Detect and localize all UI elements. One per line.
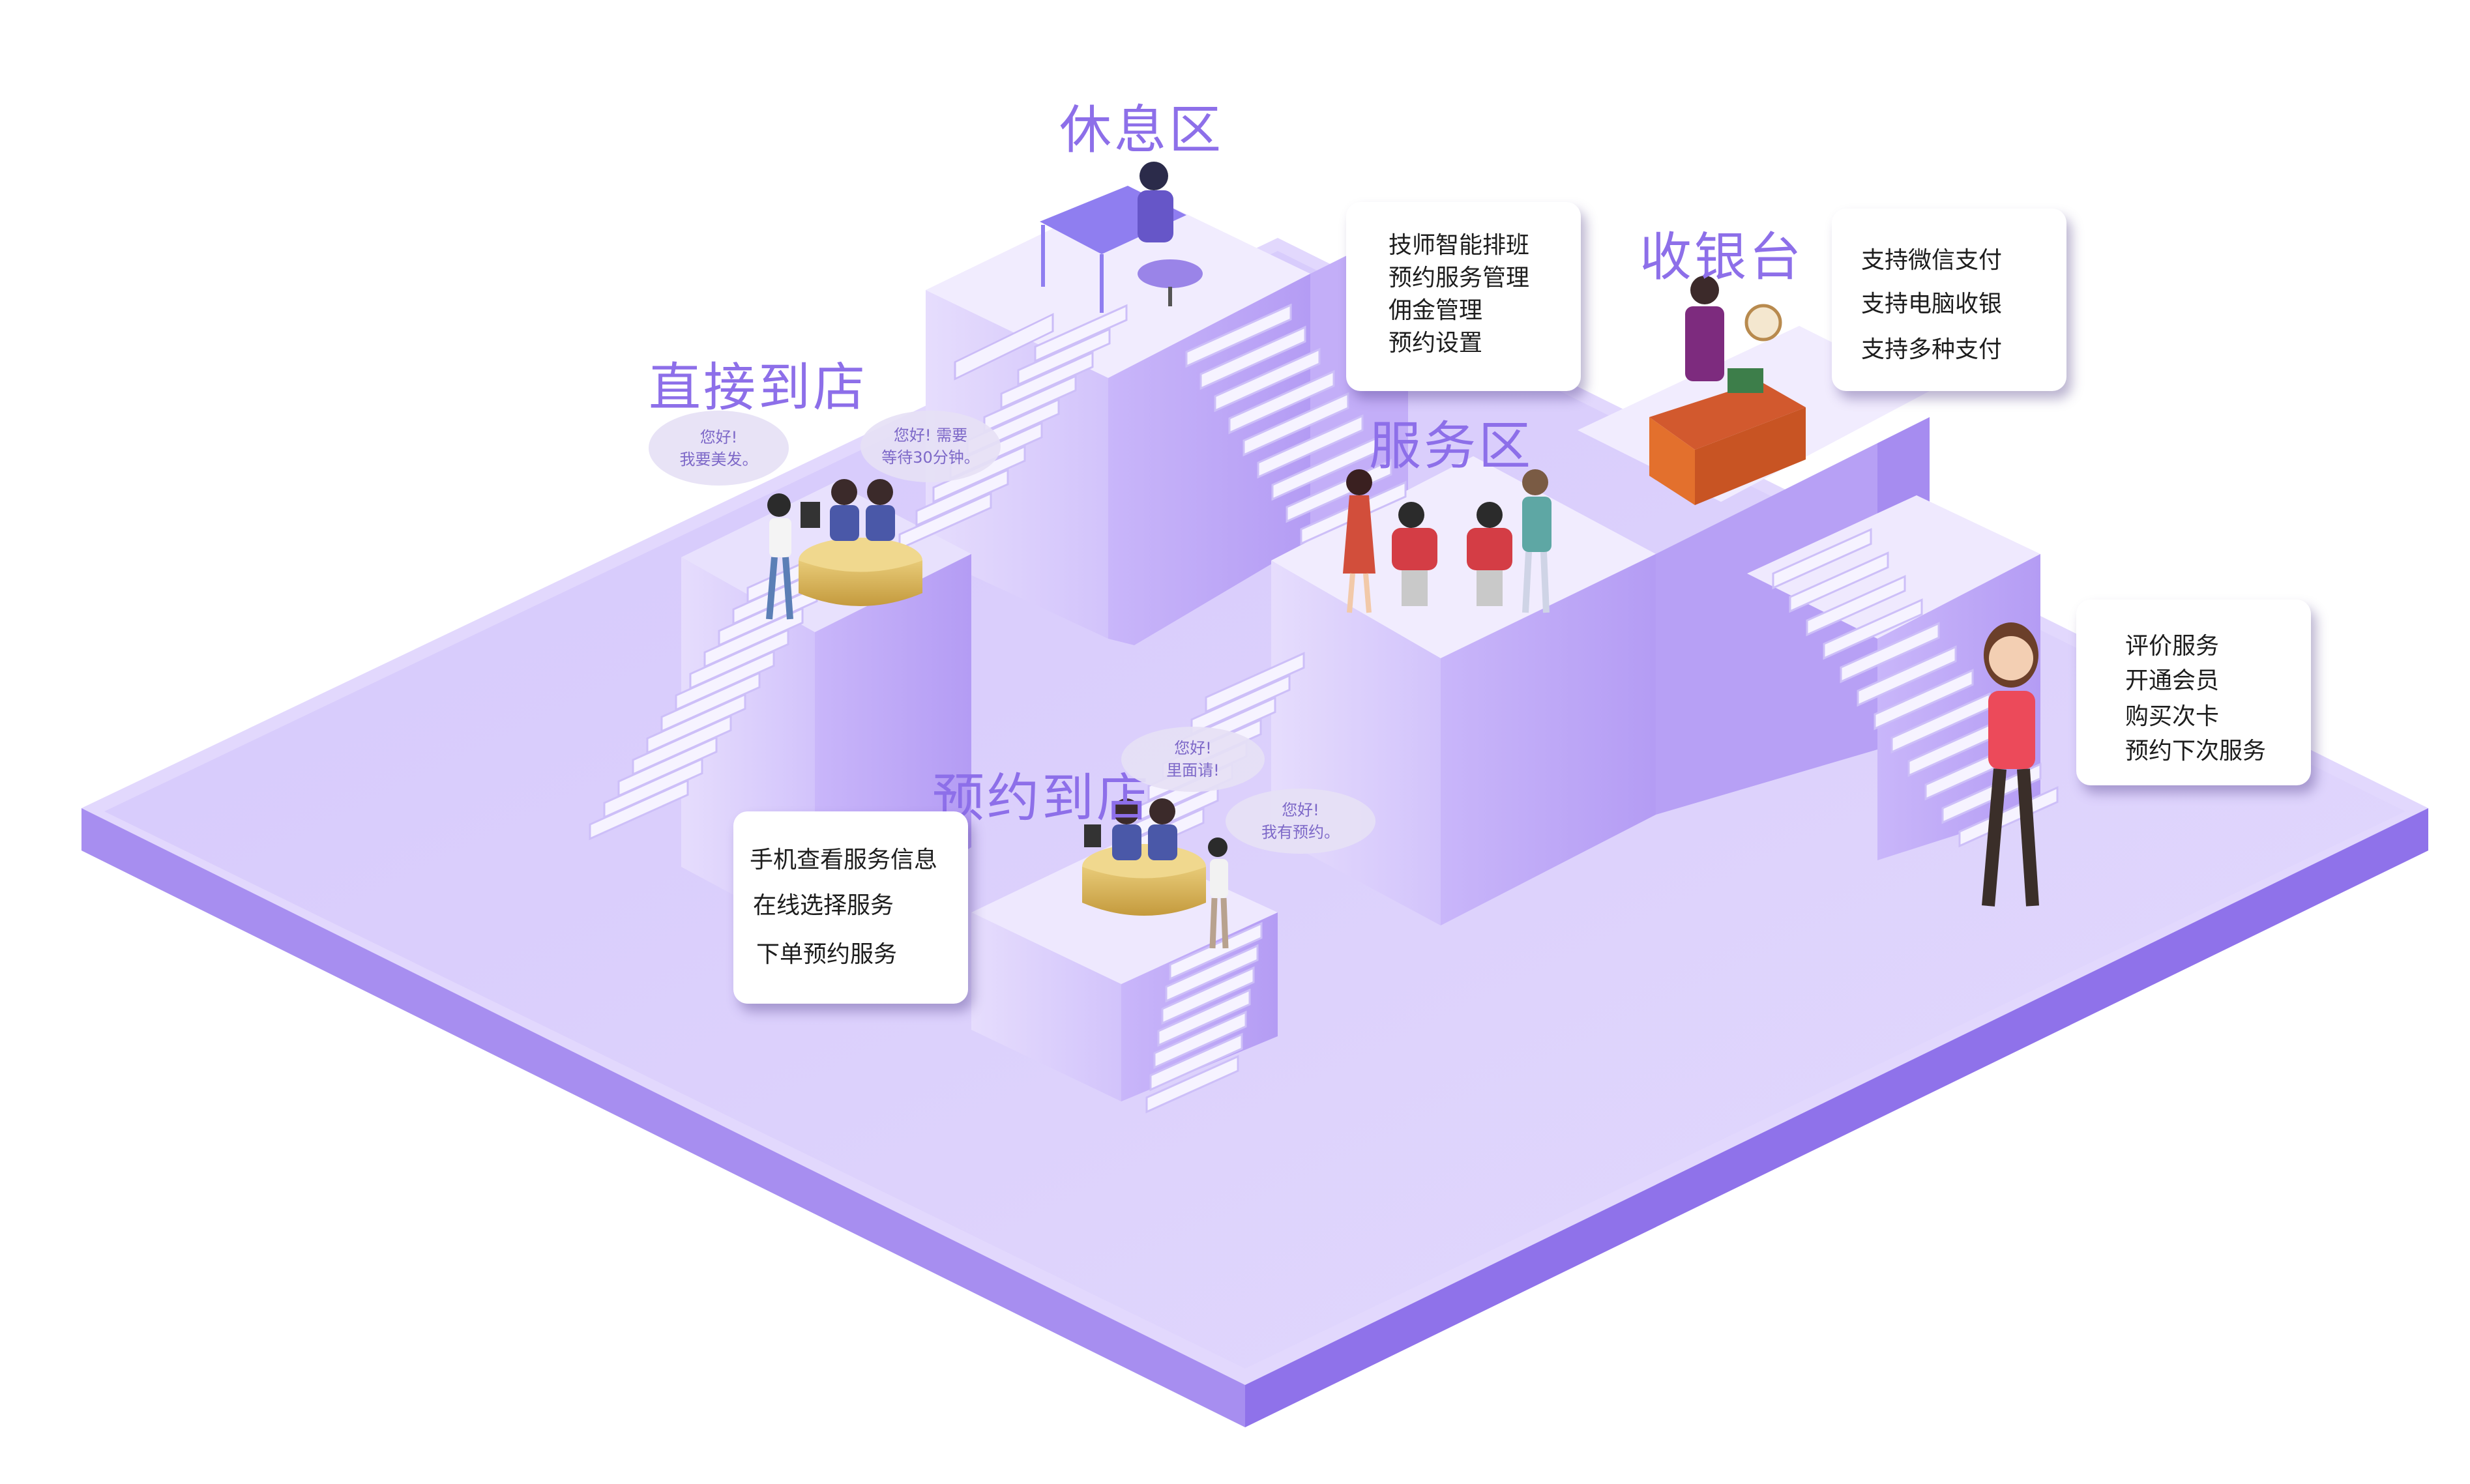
speech-bubble-staff-welcome: 您好! 里面请! bbox=[1121, 727, 1265, 792]
stair-step bbox=[1857, 645, 1957, 707]
zone-title-cashier: 收银台 bbox=[1639, 227, 1804, 287]
stair-step bbox=[1017, 327, 1111, 386]
zone-title-service: 服务区 bbox=[1369, 416, 1533, 476]
stair-step bbox=[1840, 622, 1940, 684]
stair-step bbox=[1242, 392, 1349, 457]
customer-direct bbox=[766, 493, 793, 620]
stair-step bbox=[915, 468, 1009, 527]
stair-step bbox=[1214, 347, 1321, 413]
stair-step bbox=[1034, 304, 1128, 363]
stair-step bbox=[1772, 528, 1872, 590]
stair-step bbox=[1199, 325, 1306, 390]
stair-step bbox=[1145, 1055, 1239, 1114]
staircases bbox=[954, 313, 1054, 381]
card-line: 技师智能排班 bbox=[1389, 232, 1530, 259]
card-line: 支持电脑收银 bbox=[1861, 291, 2003, 317]
card-member-services: 评价服务 开通会员 购买次卡 预约下次服务 bbox=[2076, 600, 2311, 785]
card-line: 预约下次服务 bbox=[2125, 738, 2267, 764]
stair-step bbox=[1806, 575, 1906, 637]
stair-step bbox=[1228, 370, 1335, 435]
cashier-counter bbox=[1649, 276, 1806, 505]
card-line: 手机查看服务信息 bbox=[750, 847, 938, 873]
card-line: 预约服务管理 bbox=[1389, 265, 1530, 291]
bubble-line: 我要美发。 bbox=[679, 450, 758, 469]
card-line: 佣金管理 bbox=[1389, 297, 1483, 324]
stair-step bbox=[1205, 652, 1305, 714]
card-line: 支持微信支付 bbox=[1861, 247, 2003, 274]
stair-step bbox=[1000, 351, 1094, 410]
card-line: 在线选择服务 bbox=[753, 892, 894, 919]
stair-step bbox=[1161, 966, 1255, 1025]
card-online-booking: 手机查看服务信息 在线选择服务 下单预约服务 bbox=[733, 811, 968, 1004]
stair-step bbox=[1874, 669, 1974, 731]
reception-desk-direct bbox=[799, 479, 922, 606]
bubble-line: 我有预约。 bbox=[1261, 823, 1340, 841]
zone-title-direct: 直接到店 bbox=[649, 357, 868, 418]
reception-desk-appointment bbox=[1082, 798, 1206, 916]
card-payment: 支持微信支付 支持电脑收银 支持多种支付 bbox=[1832, 209, 2066, 391]
stair-step bbox=[1149, 1032, 1243, 1092]
bubble-line: 您好! bbox=[699, 428, 738, 446]
bubble-line: 等待30分钟。 bbox=[881, 448, 980, 467]
rest-area-furniture bbox=[1040, 162, 1203, 313]
stair-step bbox=[1157, 988, 1251, 1047]
card-staff-management: 技师智能排班 预约服务管理 佣金管理 预约设置 bbox=[1346, 202, 1581, 391]
stair-step bbox=[1169, 922, 1263, 981]
card-line: 开通会员 bbox=[2125, 667, 2220, 694]
stair-step bbox=[1257, 414, 1364, 479]
stair-step bbox=[1185, 303, 1292, 368]
bubble-line: 您好! bbox=[1174, 739, 1212, 757]
speech-bubble-customer-booked: 您好! 我有预约。 bbox=[1226, 789, 1375, 854]
stair-step bbox=[1165, 944, 1259, 1003]
stair-step bbox=[1271, 436, 1378, 501]
card-line: 预约设置 bbox=[1389, 330, 1483, 356]
stair-left-lower bbox=[954, 313, 1054, 381]
customer-member bbox=[1982, 622, 2039, 907]
service-area-people bbox=[1343, 469, 1551, 613]
card-line: 下单预约服务 bbox=[756, 941, 898, 968]
customer-booked bbox=[1208, 837, 1229, 949]
speech-bubble-customer-direct: 您好! 我要美发。 bbox=[649, 411, 789, 486]
bubble-line: 您好! 需要 bbox=[893, 426, 968, 444]
bubble-line: 里面请! bbox=[1166, 761, 1220, 779]
speech-bubble-staff-wait: 您好! 需要 等待30分钟。 bbox=[860, 411, 1001, 482]
stair-step bbox=[1153, 1010, 1247, 1069]
stair-step bbox=[1789, 551, 1889, 613]
zone-title-rest: 休息区 bbox=[1059, 100, 1224, 160]
bubble-line: 您好! bbox=[1282, 801, 1319, 819]
stair-step bbox=[1823, 598, 1923, 660]
card-line: 购买次卡 bbox=[2125, 703, 2220, 730]
card-line: 支持多种支付 bbox=[1861, 336, 2003, 363]
zone-title-appointment: 预约到店 bbox=[932, 768, 1151, 828]
card-line: 评价服务 bbox=[2125, 633, 2220, 660]
